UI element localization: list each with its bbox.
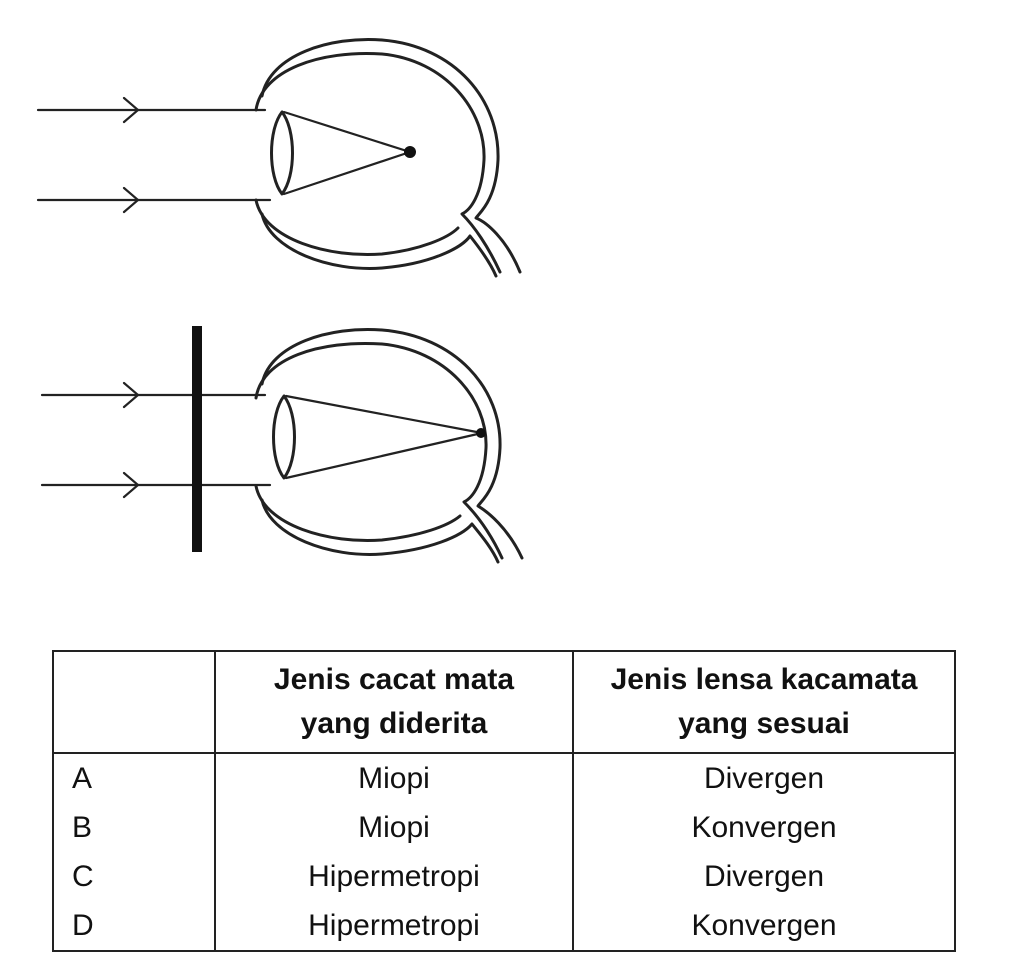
eye-lens (270, 110, 294, 196)
defect-cell: Miopi (214, 752, 574, 803)
option-letter: A (52, 752, 216, 803)
option-letter: B (52, 803, 216, 852)
header-lens: Jenis lensa kacamata yang sesuai (572, 650, 956, 754)
defect-cell: Hipermetropi (214, 901, 574, 952)
eyeball (254, 37, 522, 278)
eyeball (254, 327, 524, 564)
focal-point (404, 146, 416, 158)
header-blank (52, 650, 216, 754)
lens-cell: Konvergen (572, 803, 956, 852)
defect-cell: Miopi (214, 803, 574, 852)
option-letter: D (52, 901, 216, 952)
eye-myopia-diagram (36, 37, 522, 278)
eye-lens (272, 394, 296, 480)
answer-options-table: Jenis cacat mata yang diderita Jenis len… (52, 650, 956, 952)
table-row: A Miopi Divergen (52, 752, 956, 803)
lens-cell: Divergen (572, 852, 956, 901)
incoming-rays (36, 96, 272, 214)
lens-cell: Divergen (572, 752, 956, 803)
table-header-row: Jenis cacat mata yang diderita Jenis len… (52, 650, 956, 754)
table-row: D Hipermetropi Konvergen (52, 901, 956, 952)
refracted-rays (282, 110, 416, 196)
option-letter: C (52, 852, 216, 901)
eye-corrected-diagram (40, 326, 524, 564)
defect-cell: Hipermetropi (214, 852, 574, 901)
lens-cell: Konvergen (572, 901, 956, 952)
focal-point (476, 428, 486, 438)
refracted-rays (284, 394, 486, 480)
corrective-lens (192, 326, 202, 552)
incoming-rays (40, 381, 272, 499)
table-row: C Hipermetropi Divergen (52, 852, 956, 901)
header-defect: Jenis cacat mata yang diderita (214, 650, 574, 754)
table-row: B Miopi Konvergen (52, 803, 956, 852)
